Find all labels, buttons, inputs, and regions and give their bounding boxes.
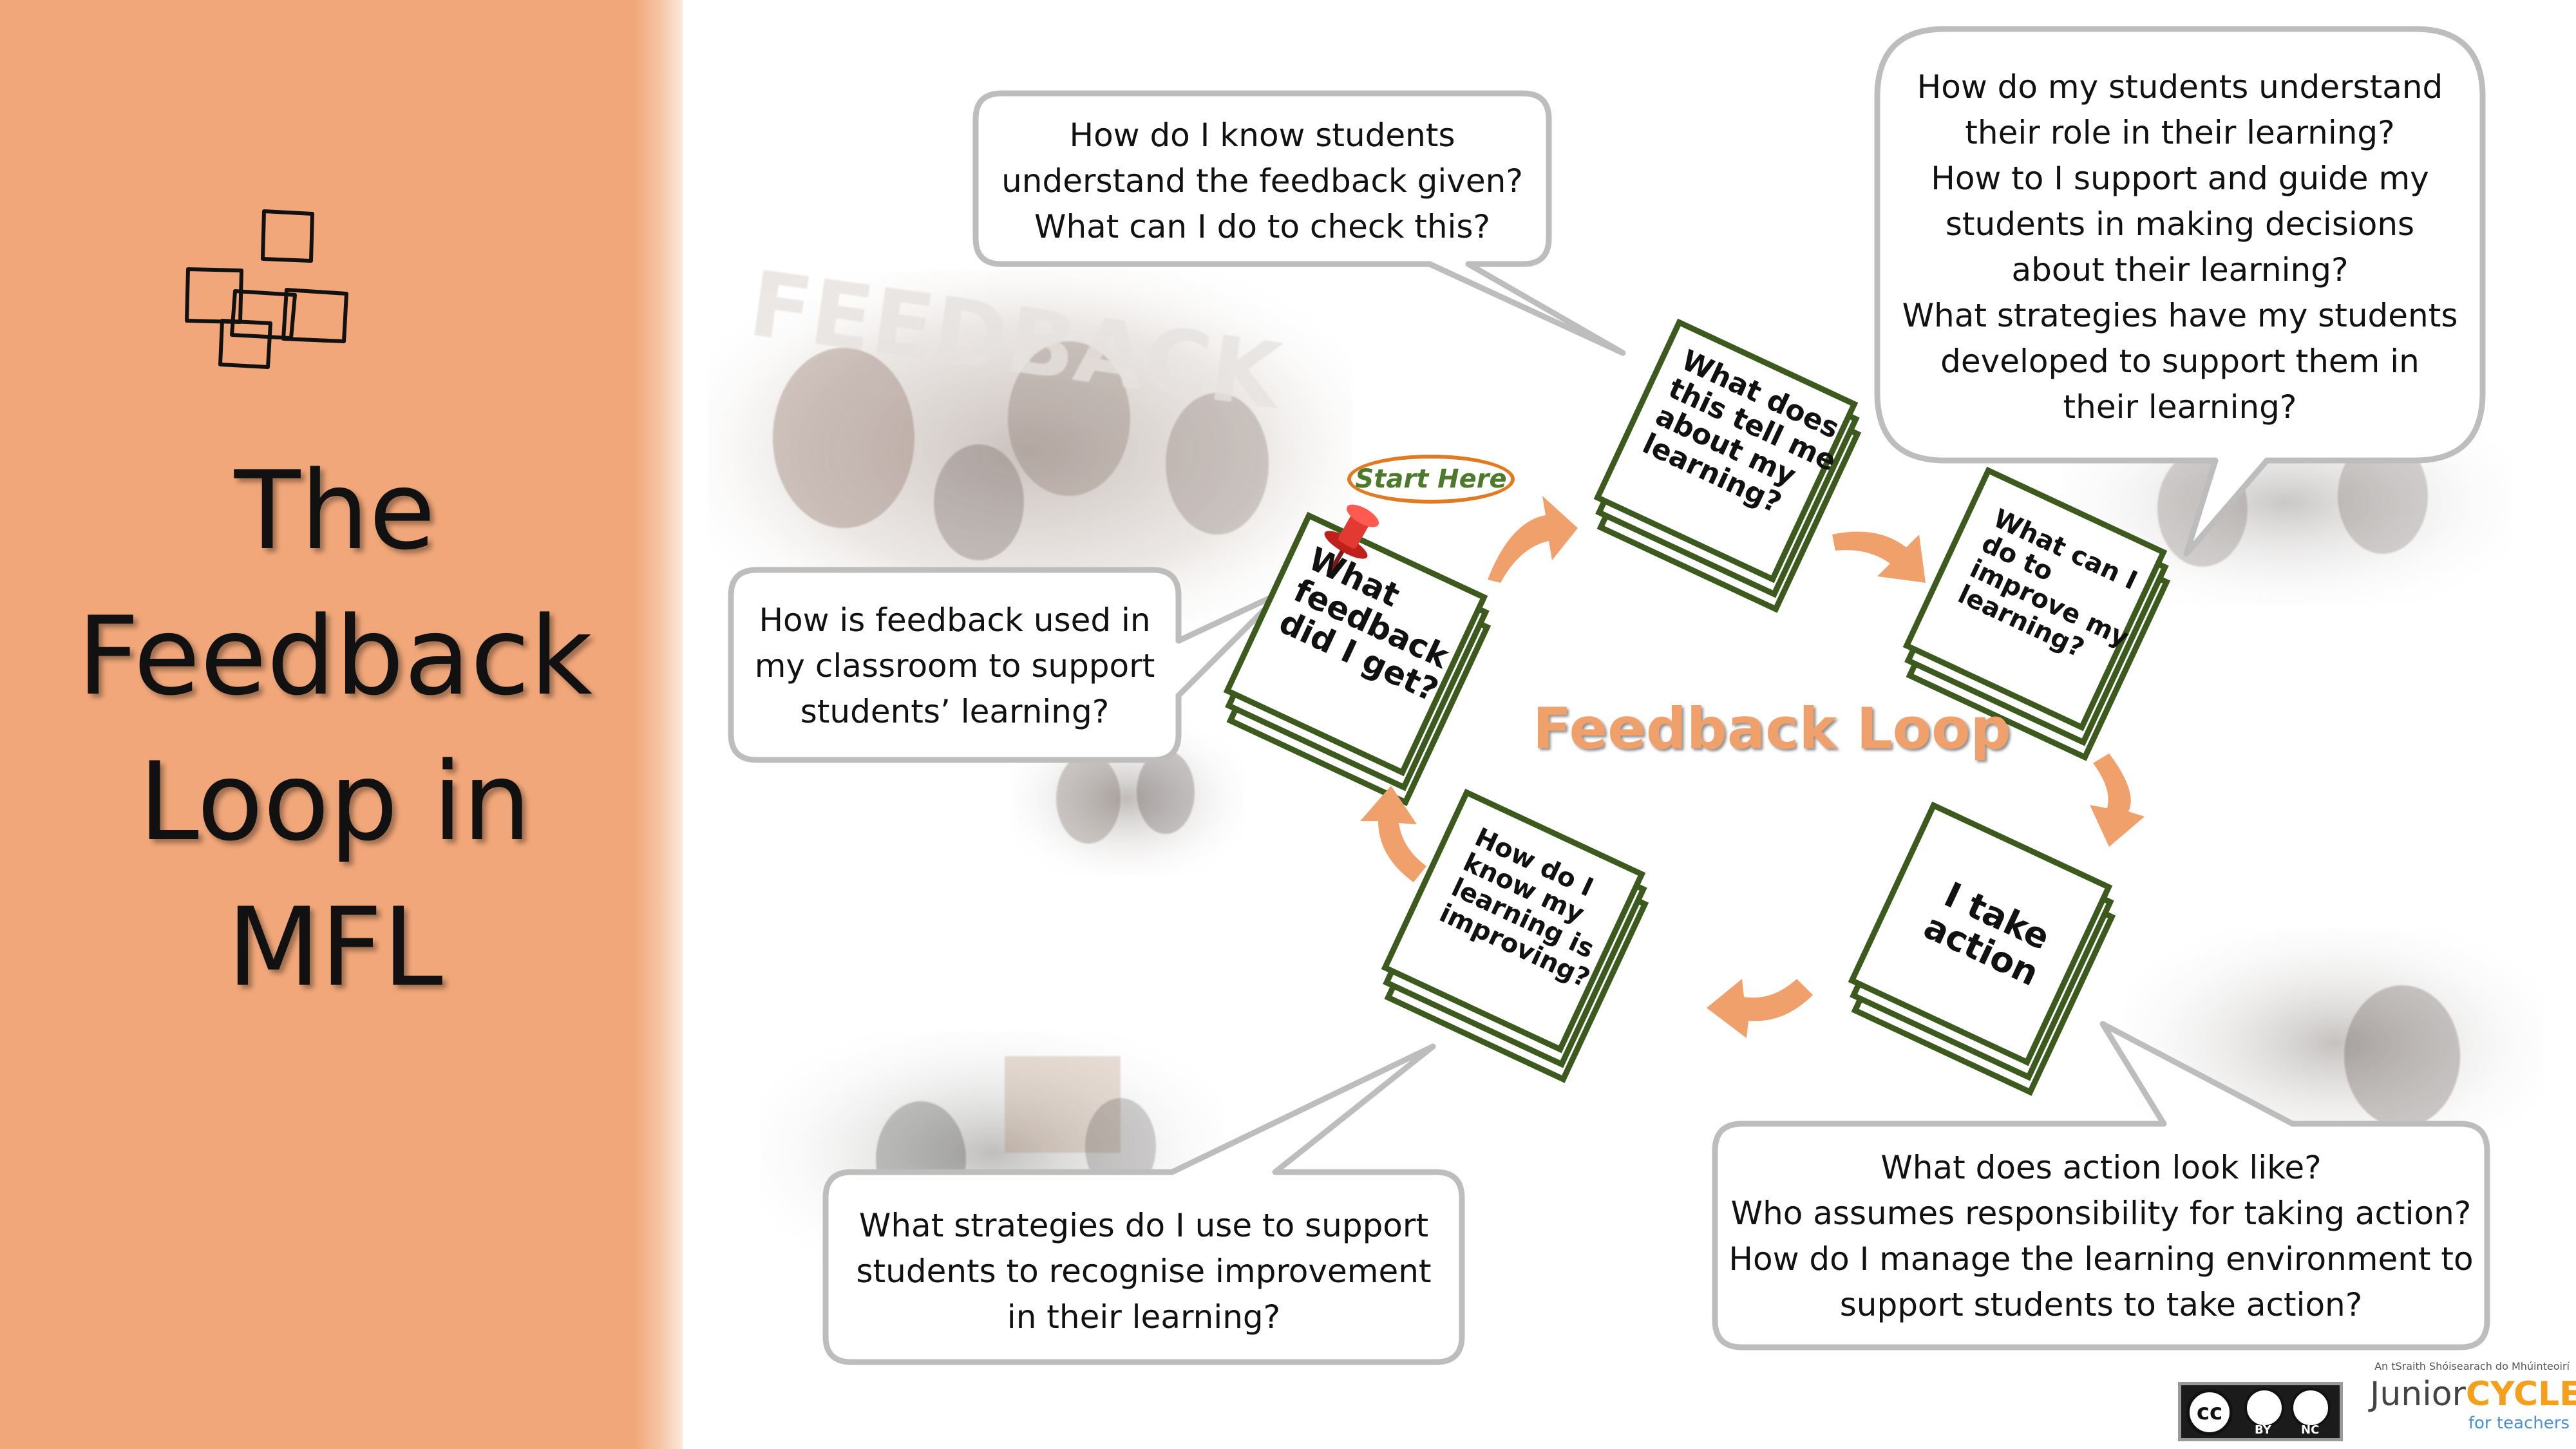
loop-arrow-4	[1707, 979, 1813, 1038]
junior-word: Junior	[2370, 1375, 2466, 1414]
bubble-line: Who assumes responsibility for taking ac…	[1730, 1195, 2472, 1232]
bubble-line: their learning?	[2063, 388, 2297, 426]
bubble-line: developed to support them in	[1940, 343, 2420, 380]
bubble-text-top-center: How do I know students understand the fe…	[976, 113, 1549, 250]
start-here-label: Start Here	[1355, 464, 1507, 494]
loop-arrow-1	[1488, 496, 1578, 583]
loop-arrows	[1360, 496, 2145, 1038]
bubble-line: my classroom to support	[754, 647, 1155, 685]
bubble-line: What strategies do I use to support	[858, 1207, 1429, 1244]
loop-arrow-5	[1360, 786, 1426, 882]
title-line: Loop in	[138, 739, 531, 865]
junior-cycle-tagline: An tSraith Shóisearach do Mhúinteoirí	[2374, 1360, 2570, 1372]
bubble-line: What can I do to check this?	[1034, 208, 1490, 245]
cc-by-label: BY	[2255, 1423, 2271, 1437]
sidebar-panel: The Feedback Loop in MFL	[0, 0, 683, 1449]
bubble-text-bottom-right: What does action look like? Who assumes …	[1715, 1145, 2487, 1328]
feedback-loop-label: Feedback Loop	[1533, 696, 2011, 762]
bubble-line: How do my students understand	[1917, 68, 2443, 106]
bubble-line: their role in their learning?	[1965, 114, 2395, 151]
bubble-line: students to recognise improvement	[856, 1253, 1432, 1290]
push-pin-icon	[1324, 504, 1379, 574]
bubble-line: How is feedback used in	[759, 601, 1151, 639]
cc-icon: cc	[2186, 1389, 2233, 1435]
bubble-line: about their learning?	[2011, 251, 2349, 289]
cc-nc-label: NC	[2301, 1423, 2320, 1437]
loop-arrow-3	[2090, 753, 2145, 847]
page-title: The Feedback Loop in MFL	[26, 438, 644, 1020]
bubble-text-bottom-left: What strategies do I use to support stud…	[826, 1203, 1462, 1340]
title-line: Feedback	[77, 593, 593, 719]
junior-cycle-wordmark: JuniorCYCLE	[2370, 1375, 2576, 1414]
bubble-line: How to I support and guide my	[1931, 160, 2429, 197]
title-line: MFL	[227, 884, 443, 1010]
bubble-line: How do I know students	[1069, 117, 1455, 154]
title-line: The	[234, 448, 436, 574]
junior-cycle-logo: An tSraith Shóisearach do Mhúinteoirí Ju…	[2370, 1360, 2576, 1443]
noncommercial-icon	[2291, 1388, 2331, 1428]
bubble-line: students in making decisions	[1945, 205, 2415, 243]
start-here-badge: Start Here	[1347, 455, 1515, 504]
bubble-text-top-right: How do my students understand their role…	[1877, 64, 2483, 430]
bubble-line: students’ learning?	[800, 693, 1110, 730]
attribution-icon	[2244, 1388, 2284, 1428]
bubble-line: understand the feedback given?	[1001, 162, 1523, 200]
bubble-line: in their learning?	[1007, 1298, 1281, 1336]
junior-cycle-for-teachers: for teachers	[2468, 1414, 2570, 1433]
cc-license-badge: cc BY NC	[2178, 1382, 2343, 1441]
loop-arrow-2	[1832, 531, 1926, 583]
bubble-text-left: How is feedback used in my classroom to …	[731, 598, 1179, 735]
sticky-notes-icon	[185, 209, 348, 369]
bubble-line: What strategies have my students	[1902, 297, 2458, 334]
bubble-line: What does action look like?	[1880, 1149, 2322, 1186]
bubble-line: How do I manage the learning environment…	[1728, 1240, 2474, 1278]
bubble-line: support students to take action?	[1839, 1286, 2363, 1323]
cycle-word: CYCLE	[2465, 1375, 2576, 1414]
